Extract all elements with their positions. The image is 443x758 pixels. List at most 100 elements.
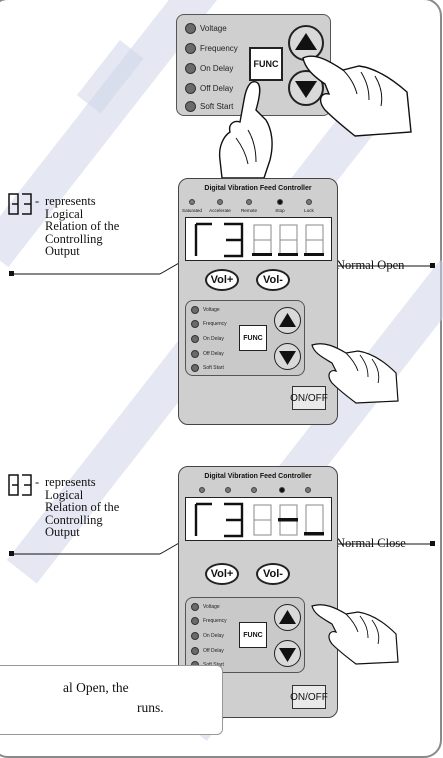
seven-segment-display <box>185 497 332 541</box>
description-lead: represents <box>45 475 96 489</box>
description-line: Logical <box>45 487 84 502</box>
digit-dash-outline <box>305 504 324 536</box>
up-arrow-button[interactable] <box>274 604 301 631</box>
description-line: Output <box>45 525 80 539</box>
func-button[interactable]: FUNC <box>239 325 267 351</box>
seven-segment-display <box>185 217 332 261</box>
keypad-label: Frequency <box>203 321 227 327</box>
keypad-label: Voltage <box>200 24 227 33</box>
down-arrow-icon <box>295 81 317 98</box>
up-arrow-button[interactable] <box>288 25 324 61</box>
up-arrow-button[interactable] <box>274 307 301 334</box>
dash: - <box>35 194 40 208</box>
description-lead: represents <box>45 194 96 208</box>
off-delay-led-icon <box>191 647 199 655</box>
description-line: Relation of the <box>45 500 120 514</box>
pointing-hand-icon <box>302 55 412 137</box>
note-line: runs. <box>137 700 164 715</box>
indicator-label: Accelerate <box>209 208 231 213</box>
note-box: al Open, the runs. <box>0 665 223 735</box>
keypad-label: On Delay <box>203 633 224 639</box>
keypad-label: On Delay <box>203 336 224 342</box>
controller-title: Digital Vibration Feed Controller <box>204 473 312 480</box>
down-arrow-icon <box>278 350 296 365</box>
description-line: Relation of the <box>45 219 120 233</box>
indicator-label: Lock <box>304 208 314 213</box>
frequency-led-icon <box>185 43 196 54</box>
keypad-label: Off Delay <box>203 648 224 654</box>
soft-start-led-icon <box>185 101 196 112</box>
func-button[interactable]: FUNC <box>239 622 267 648</box>
keypad-label: Soft Start <box>200 102 234 111</box>
indicator-led-icon <box>305 487 311 493</box>
indicator-led-icon <box>225 487 231 493</box>
keypad-item-on-delay: On Delay <box>191 632 224 640</box>
up-arrow-icon <box>295 33 317 50</box>
vol-down-button[interactable]: Vol- <box>256 269 290 291</box>
indicator-led-icon <box>246 199 252 205</box>
voltage-led-icon <box>191 306 199 314</box>
down-arrow-button[interactable] <box>274 640 301 667</box>
voltage-led-icon <box>191 603 199 611</box>
keypad-label: On Delay <box>200 64 234 73</box>
on-off-button[interactable]: ON/OFF <box>290 685 328 709</box>
section-close-description: - represents Logical Relation of the Con… <box>35 475 120 539</box>
on-delay-led-icon <box>191 632 199 640</box>
indicator-led-icon <box>199 487 205 493</box>
indicator-led-icon <box>306 199 312 205</box>
indicator-led-icon <box>189 199 195 205</box>
keypad-item-frequency: Frequency <box>185 43 238 54</box>
up-arrow-icon <box>278 312 296 327</box>
keypad-item-soft-start: Soft Start <box>191 364 224 372</box>
digit-f <box>194 502 212 536</box>
display-digits <box>194 502 324 538</box>
indicator-label: Remote <box>240 208 258 213</box>
normal-close-caption: Normal Close <box>336 536 406 550</box>
on-off-button[interactable]: ON/OFF <box>290 386 328 410</box>
keypad-label: Frequency <box>200 44 238 53</box>
description-line: Output <box>45 244 80 258</box>
keypad-label: Voltage <box>203 307 220 313</box>
indicator-label: Saturated <box>182 208 202 213</box>
keypad-label: Off Delay <box>203 351 224 357</box>
controller-keypad: Voltage Frequency On Delay Off Delay Sof… <box>185 300 305 376</box>
dash: - <box>35 475 40 489</box>
vol-up-button[interactable]: Vol+ <box>205 563 239 585</box>
indicator-led-icon <box>277 199 283 205</box>
pointing-hand-icon <box>218 81 273 179</box>
controller-title: Digital Vibration Feed Controller <box>204 185 312 192</box>
controller-keypad: Voltage Frequency On Delay Off Delay Sof… <box>185 597 305 673</box>
controller-normal-open: Digital Vibration Feed Controller Satura… <box>178 178 338 425</box>
vol-down-button[interactable]: Vol- <box>256 563 290 585</box>
description-line: Logical <box>45 206 84 221</box>
keypad-label: Soft Start <box>203 365 224 371</box>
indicator-led-icon <box>217 199 223 205</box>
up-arrow-icon <box>278 609 296 624</box>
pointing-hand-icon <box>311 343 399 404</box>
vol-up-button[interactable]: Vol+ <box>205 269 239 291</box>
keypad-item-voltage: Voltage <box>191 603 220 611</box>
display-digits <box>194 222 324 258</box>
section-open-description: - represents Logical Relation of the Con… <box>35 194 120 258</box>
frequency-led-icon <box>191 617 199 625</box>
off-delay-led-icon <box>185 83 196 94</box>
down-arrow-icon <box>278 647 296 662</box>
keypad-label: Off Delay <box>200 84 234 93</box>
keypad-label: Frequency <box>203 618 227 624</box>
keypad-item-on-delay: On Delay <box>185 63 233 74</box>
soft-start-led-icon <box>191 364 199 372</box>
func-button[interactable]: FUNC <box>249 47 283 81</box>
keypad-item-off-delay: Off Delay <box>185 83 233 94</box>
indicator-led-icon <box>251 487 257 493</box>
f3-code-glyph-icon <box>8 474 32 496</box>
f3-code-glyph-icon <box>8 193 32 215</box>
on-delay-led-icon <box>191 335 199 343</box>
keypad-item-on-delay: On Delay <box>191 335 224 343</box>
pointing-hand-icon <box>311 604 399 665</box>
indicator-led-icon <box>279 487 285 493</box>
keypad-item-frequency: Frequency <box>191 320 227 328</box>
keypad-item-off-delay: Off Delay <box>191 350 224 358</box>
down-arrow-button[interactable] <box>274 343 301 370</box>
keypad-item-voltage: Voltage <box>191 306 220 314</box>
off-delay-led-icon <box>191 350 199 358</box>
